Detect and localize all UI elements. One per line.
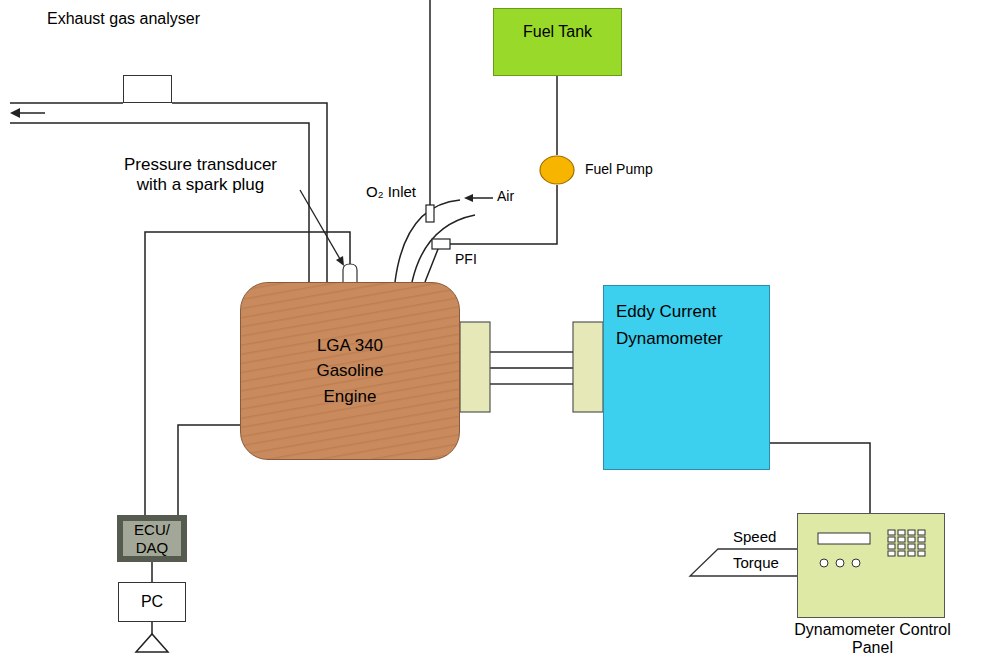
oxygen-line <box>429 0 431 205</box>
shaft-coupling <box>573 322 603 412</box>
signal-label: Torque <box>733 554 779 571</box>
connector-line <box>556 76 558 155</box>
engine-box: LGA 340 Gasoline Engine <box>240 282 460 460</box>
signal-wedge <box>690 549 797 576</box>
callout-label: Pressure transducer with a spark plug <box>108 155 293 195</box>
shaft <box>490 351 573 352</box>
pc-stand <box>136 634 168 652</box>
injector-label: PFI <box>455 251 477 267</box>
exhaust-pipe <box>10 102 123 104</box>
injector-block <box>432 239 450 249</box>
node-text: PC <box>141 593 163 611</box>
exhaust-arrowhead <box>10 108 20 118</box>
air-label: Air <box>497 188 514 204</box>
air-arrowhead <box>464 194 473 202</box>
leader-line <box>300 190 340 259</box>
node-text: Exhaust gas analyser <box>47 10 200 28</box>
inlet-label: O₂ Inlet <box>366 183 416 200</box>
intake-pipe <box>395 200 460 282</box>
panel-display <box>818 533 870 544</box>
intake-pipe <box>412 215 475 282</box>
shaft <box>490 383 573 384</box>
connector-line <box>425 185 557 282</box>
oxygen-inlet-valve <box>426 205 434 222</box>
analyser-box: Exhaust gas analyser <box>123 75 172 103</box>
control-panel-box: Dynamometer Control Panel <box>797 513 945 618</box>
node-text: LGA 340 Gasoline Engine <box>305 333 395 410</box>
panel-knob <box>820 559 828 567</box>
shaft-coupling <box>460 322 490 412</box>
control-panel-body <box>797 513 945 618</box>
ecu-box: ECU/ DAQ <box>117 515 187 562</box>
connector-line <box>460 367 603 369</box>
node-text: Eddy Current Dynamometer <box>616 298 741 352</box>
node-text: Dynamometer Control Panel <box>785 621 960 657</box>
panel-keypad <box>888 530 925 556</box>
pump-ellipse-shape <box>540 156 574 184</box>
connector-line <box>151 562 153 582</box>
panel-knob <box>852 559 860 567</box>
pc-box: PC <box>118 582 186 622</box>
pc-stand <box>151 622 153 634</box>
connector-line <box>770 443 870 513</box>
air-arrow <box>472 197 493 199</box>
exhaust-pipe <box>10 123 309 282</box>
dynamometer-box: Eddy Current Dynamometer <box>603 285 770 470</box>
node-text: ECU/ DAQ <box>130 521 175 557</box>
pump-ellipse <box>539 155 575 185</box>
fuel-tank-box: Fuel Tank <box>493 8 622 76</box>
panel-knob <box>836 559 844 567</box>
node-text: Fuel Tank <box>500 23 615 41</box>
leader-arrowhead <box>336 256 344 266</box>
node-text: Fuel Pump <box>585 161 653 177</box>
signal-label: Speed <box>733 528 776 545</box>
connector-line <box>178 425 240 515</box>
exhaust-arrow <box>18 112 45 114</box>
fuel-pump: Fuel Pump <box>539 155 575 185</box>
